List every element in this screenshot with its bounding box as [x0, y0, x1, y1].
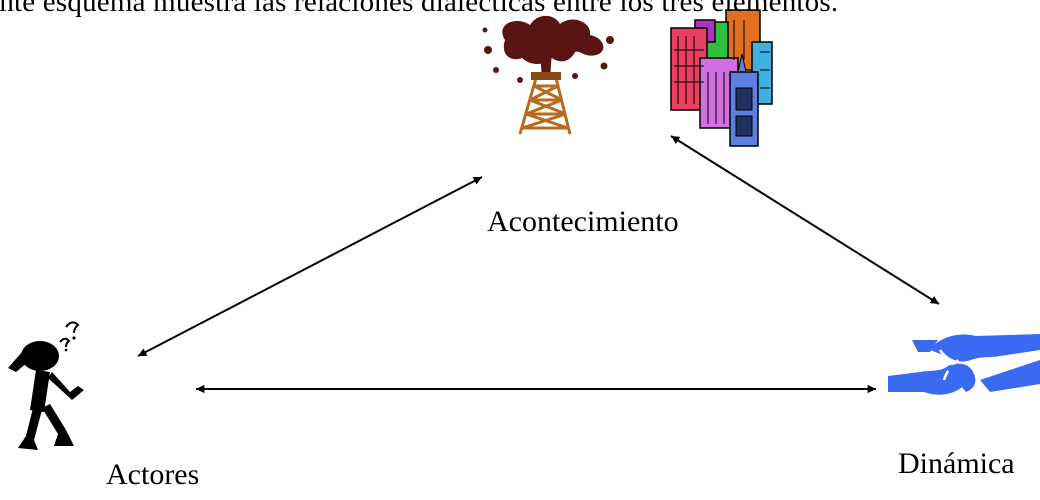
label-actores: Actores [106, 458, 200, 491]
label-dinamica: Dinámica [898, 447, 1015, 480]
oil-derrick-icon [482, 15, 614, 135]
city-buildings-icon [670, 9, 773, 147]
arrow-acontecimiento-dinamica [670, 135, 940, 305]
handshake-icon [888, 334, 1040, 395]
label-acontecimiento: Acontecimiento [487, 205, 679, 238]
diagram-caption: iente esquema muestra las relaciones dia… [0, 0, 839, 18]
thinking-man-icon [8, 321, 84, 450]
arrow-actores-acontecimiento [137, 176, 483, 357]
